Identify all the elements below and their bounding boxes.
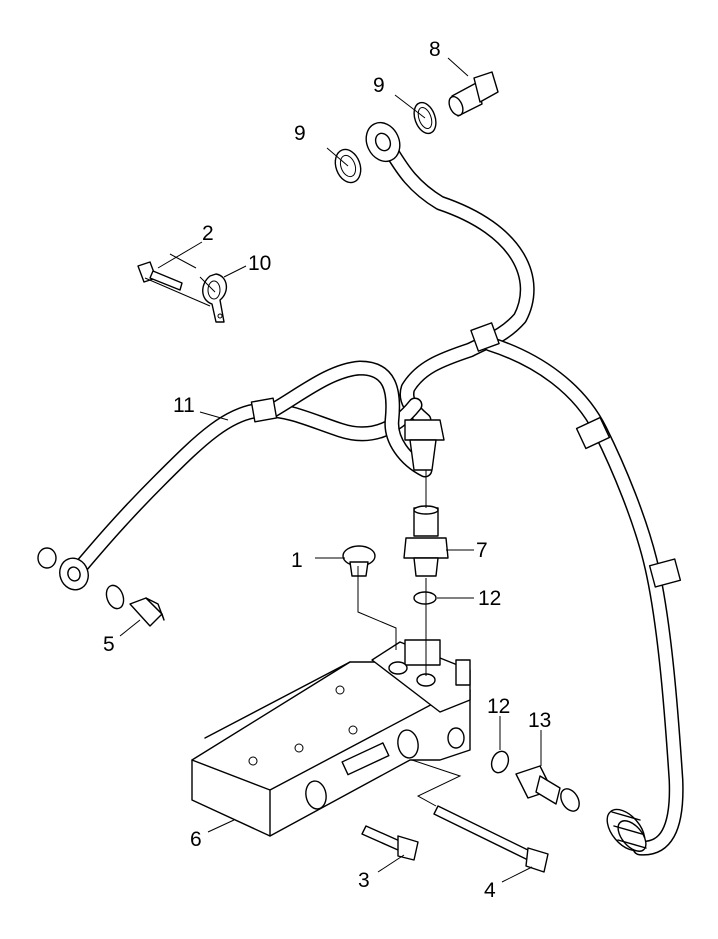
callout-10: 10 bbox=[248, 252, 271, 275]
hose-clamp bbox=[648, 558, 682, 588]
callout-labels: 1 2 3 4 5 6 7 8 9 9 10 11 12 12 13 bbox=[103, 38, 551, 902]
callout-3: 3 bbox=[358, 869, 370, 892]
leader-lines bbox=[119, 57, 542, 883]
hose-clamp bbox=[575, 416, 611, 450]
leader-4 bbox=[501, 866, 533, 883]
leader-2 bbox=[157, 241, 203, 269]
clip-10 bbox=[202, 273, 227, 323]
callout-6: 6 bbox=[190, 828, 202, 851]
callout-1: 1 bbox=[291, 549, 303, 572]
callout-5: 5 bbox=[103, 633, 115, 656]
hose-clamp bbox=[250, 397, 278, 423]
callout-4: 4 bbox=[484, 879, 496, 902]
hollow-bolt-8 bbox=[448, 71, 499, 117]
callout-8: 8 bbox=[429, 38, 441, 61]
plug-1 bbox=[342, 545, 376, 577]
leader-5 bbox=[119, 619, 141, 637]
leader-10 bbox=[223, 265, 247, 278]
callout-12-lower: 12 bbox=[487, 695, 510, 718]
bolt-4 bbox=[433, 805, 549, 873]
connector-7 bbox=[403, 505, 449, 577]
leader-11 bbox=[199, 411, 229, 421]
callout-12-upper: 12 bbox=[478, 587, 501, 610]
callout-7: 7 bbox=[476, 539, 488, 562]
callout-11: 11 bbox=[173, 394, 195, 417]
o-ring-12-upper bbox=[413, 591, 437, 605]
washer-left-2 bbox=[105, 584, 125, 610]
hose-clamp bbox=[470, 322, 500, 352]
o-ring-12-lower bbox=[490, 750, 510, 774]
hose-end-coupler bbox=[606, 808, 647, 852]
bolt-5 bbox=[129, 597, 165, 627]
washer-left-1 bbox=[37, 547, 57, 569]
leader-3 bbox=[377, 854, 405, 873]
callout-9-lower: 9 bbox=[294, 122, 306, 145]
callout-2: 2 bbox=[202, 222, 214, 245]
callout-13: 13 bbox=[528, 709, 551, 732]
manifold-block-6 bbox=[191, 639, 471, 837]
leader-6 bbox=[207, 819, 235, 833]
bolt-2 bbox=[137, 261, 183, 291]
callout-9-upper: 9 bbox=[373, 74, 385, 97]
bolt-3 bbox=[361, 825, 419, 861]
hose-assembly bbox=[59, 121, 684, 856]
sensor-13 bbox=[515, 765, 580, 812]
hose-nut-fitting bbox=[404, 419, 445, 441]
